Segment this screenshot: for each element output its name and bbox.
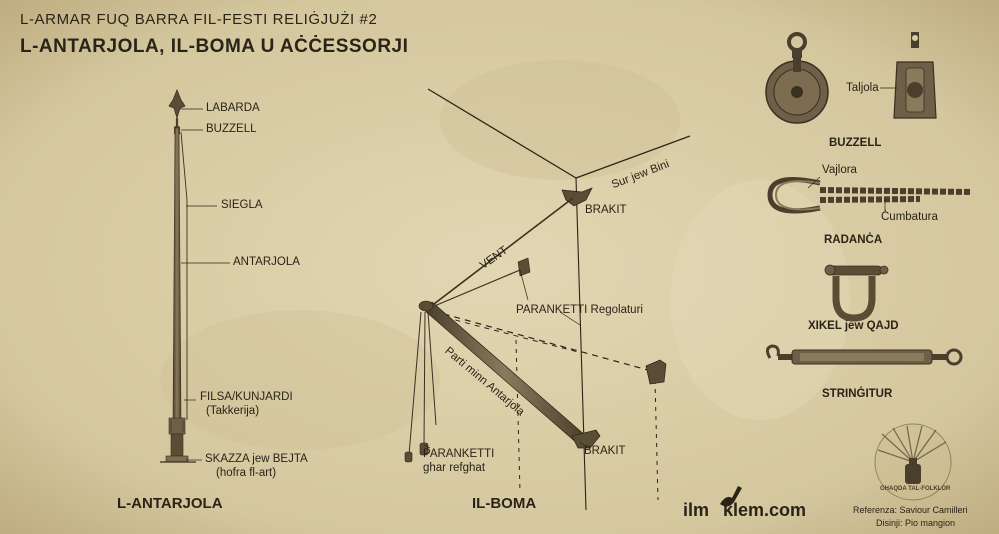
ilmeklem-logo-icon (720, 486, 742, 507)
label-takkerija: (Takkerija) (206, 405, 260, 417)
label-siegla: SIEGLA (221, 199, 263, 211)
skazza-base (170, 433, 184, 457)
label-antarjola: ANTARJOLA (233, 256, 300, 268)
paper-stain (670, 180, 850, 420)
shackle-icon (824, 264, 889, 322)
label-brakit-top: BRAKIT (585, 204, 627, 216)
label-buzzell: BUZZELL (206, 123, 257, 135)
turnbuckle-icon (765, 344, 963, 366)
label-labarda: LABARDA (206, 102, 260, 114)
label-skazza: SKAZZA jew BEJTA (205, 453, 308, 465)
pulley-icon (765, 32, 829, 124)
label-vajlora: Vajlora (822, 164, 857, 176)
site-logo-part-a: ilm (683, 500, 710, 520)
label-taljola: Taljola (846, 82, 879, 94)
caption-antarjola: L-ANTARJOLA (117, 495, 223, 512)
folklore-logo-icon (874, 423, 952, 501)
page-title: L-ANTARJOLA, IL-BOMA U AĊĊESSORJI (20, 36, 409, 57)
credit-referenza: Referenza: Saviour Camilleri (853, 505, 968, 515)
label-ghar-refghat: ghar refghat (423, 462, 486, 474)
wall-corner (575, 177, 587, 511)
label-brakit-bottom: BRAKIT (584, 445, 626, 457)
label-paranketti-regolaturi: PARANKETTI Regolaturi (516, 304, 643, 316)
caption-buzzell: BUZZELL (829, 137, 882, 149)
paper-stain (160, 310, 440, 450)
label-paranketti: PARANKETTI (423, 448, 495, 460)
brakit-bottom-shape (571, 429, 601, 449)
caption-stringitur: STRINĠITUR (822, 388, 893, 400)
label-filsa: FILSA/KUNJARDI (200, 391, 293, 403)
folklore-logo-text: GHAQDA TAL-FOLKLOR (880, 486, 951, 492)
site-logo-text: ilm klem.com (683, 500, 806, 521)
filsa-wedges (168, 417, 186, 435)
series-title: L-ARMAR FUQ BARRA FIL-FESTI RELIĠJUŻI #2 (20, 11, 378, 28)
antarjola-pole-drawing (160, 88, 196, 463)
site-logo-part-b: klem.com (723, 500, 807, 520)
paper-stain (440, 60, 680, 180)
caption-radanca: RADANĊA (824, 234, 883, 246)
boma-drawing (404, 88, 691, 511)
antarjola-leader-lines (180, 108, 230, 461)
radanca-icon (767, 176, 971, 214)
wall-line (575, 135, 691, 179)
credit-disinji: Disinji: Pio mangion (876, 518, 956, 528)
label-cumbatura: Ċumbatura (881, 211, 938, 223)
vent-rope (429, 197, 574, 308)
caption-boma: IL-BOMA (472, 495, 537, 512)
wall-line (427, 88, 577, 179)
caption-xikel: XIKEL jew QAJD (808, 320, 899, 332)
label-hofra: (hofra fl-art) (216, 467, 277, 479)
taljola-icon (880, 32, 937, 119)
boma-leader-lines (423, 269, 589, 449)
